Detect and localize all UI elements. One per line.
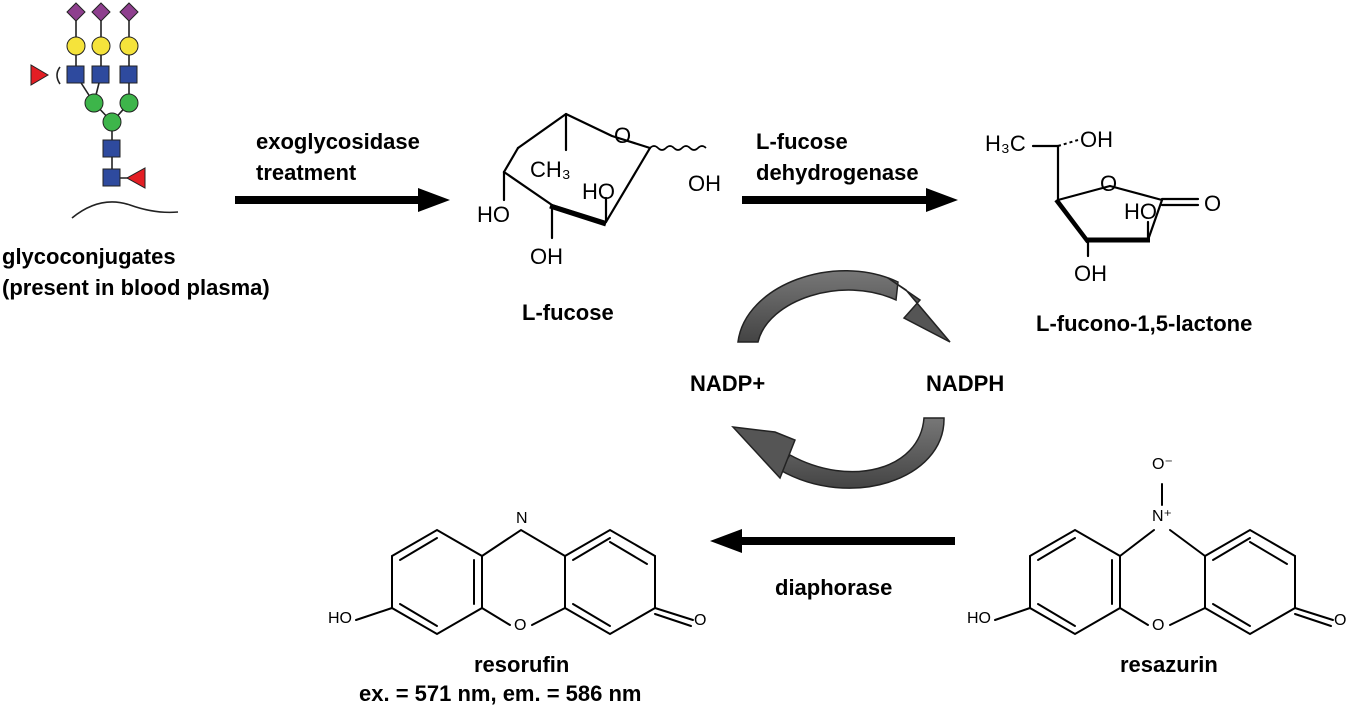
resorufin-label: resorufin [474, 652, 570, 677]
glcnac-square-icon [102, 168, 121, 187]
glcnac-square-icon [91, 65, 110, 84]
fucose-ho-c3: HO [477, 202, 510, 227]
sialic-acid-diamond-icon [66, 2, 86, 22]
resorufin-structure [355, 528, 694, 636]
resorufin-spectra-label: ex. = 571 nm, em. = 586 nm [359, 681, 642, 706]
lactone-structure [1031, 139, 1200, 258]
glycan-structure [30, 2, 179, 219]
resazurin-ring-oxygen: O [1152, 617, 1165, 634]
glcnac-square-icon [119, 65, 138, 84]
fucose-oh-c4: OH [530, 244, 563, 269]
sialic-acid-group [66, 2, 139, 22]
fucose-triangle-icon [125, 167, 146, 189]
nadph-label: NADPH [926, 371, 1005, 396]
arrow-dehydrogenase [742, 188, 958, 212]
sialic-acid-diamond-icon [91, 2, 111, 22]
lactone-oh-bottom: OH [1074, 261, 1107, 286]
diaphorase-label: diaphorase [775, 575, 893, 600]
fucose-ring-oxygen: O [614, 123, 632, 148]
resazurin-label: resazurin [1120, 652, 1218, 677]
galactose-circle-icon [119, 36, 139, 56]
resazurin-structure [994, 483, 1334, 636]
plasma-label: (present in blood plasma) [2, 275, 270, 300]
galactose-circle-icon [66, 36, 86, 56]
fucose-dehydrogenase-label-2: dehydrogenase [756, 160, 919, 185]
lactone-side-oh: OH [1080, 127, 1113, 152]
glcnac-group [66, 65, 138, 187]
fucose-ho-c2: HO [582, 179, 615, 204]
mannose-circle-icon [119, 93, 139, 113]
nadp-label: NADP+ [690, 371, 766, 396]
sialic-acid-diamond-icon [119, 2, 139, 22]
optional-linkage-bracket [56, 66, 61, 85]
arrow-diaphorase [710, 529, 955, 553]
treatment-label: treatment [256, 160, 357, 185]
resorufin-keto-oxygen: O [694, 612, 707, 629]
glycoconjugates-label: glycoconjugates [2, 244, 176, 269]
resorufin-hydroxyl: HO [328, 610, 352, 627]
fucose-group [30, 64, 146, 189]
galactose-group [66, 36, 139, 56]
resazurin-n-plus: N⁺ [1152, 508, 1172, 525]
resazurin-keto-oxygen: O [1334, 612, 1347, 629]
lactone-label: L-fucono-1,5-lactone [1036, 311, 1253, 336]
fucose-triangle-icon [30, 64, 49, 86]
glcnac-square-icon [102, 139, 121, 158]
resorufin-nitrogen: N [516, 510, 528, 527]
resorufin-ring-oxygen: O [514, 617, 527, 634]
fucose-methyl: CH₃ [530, 157, 571, 182]
arrow-exoglycosidase [235, 188, 450, 212]
cycle-arrow-bottom [731, 417, 945, 489]
mannose-group [84, 93, 139, 132]
l-fucose-structure [502, 112, 707, 240]
resazurin-hydroxyl: HO [967, 610, 991, 627]
glcnac-square-icon [66, 65, 85, 84]
lactone-ring-oxygen: O [1100, 171, 1118, 196]
cycle-arrow-top [737, 269, 951, 343]
mannose-circle-icon [102, 112, 122, 132]
lactone-ho: HO [1124, 199, 1157, 224]
mannose-circle-icon [84, 93, 104, 113]
lactone-carbonyl-oxygen: O [1204, 191, 1222, 216]
lactone-methyl: H₃C [985, 131, 1026, 156]
resazurin-o-minus: O⁻ [1152, 456, 1173, 473]
exoglycosidase-label: exoglycosidase [256, 129, 420, 154]
fucose-dehydrogenase-label-1: L-fucose [756, 129, 848, 154]
l-fucose-label: L-fucose [522, 300, 614, 325]
fucose-anomeric-oh: OH [688, 171, 721, 196]
galactose-circle-icon [91, 36, 111, 56]
